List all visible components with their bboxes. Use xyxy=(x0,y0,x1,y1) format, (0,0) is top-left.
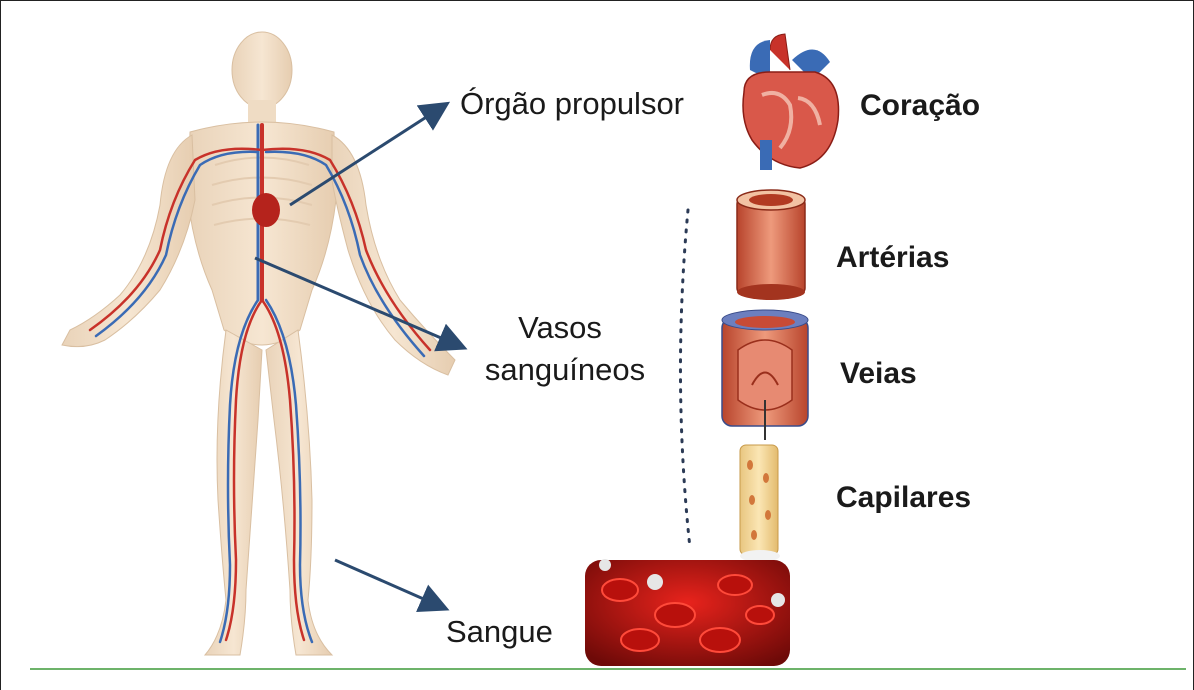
label-vessels-line1: Vasos xyxy=(470,310,650,346)
label-organ: Órgão propulsor xyxy=(460,86,684,122)
label-arteries: Artérias xyxy=(836,240,949,276)
label-heart: Coração xyxy=(860,88,980,124)
label-vessels-line2: sanguíneos xyxy=(470,352,660,388)
vein-illustration xyxy=(722,310,808,440)
heart-illustration xyxy=(743,34,839,170)
blood-cells-illustration xyxy=(585,559,790,666)
label-capillaries: Capilares xyxy=(836,480,971,516)
label-blood: Sangue xyxy=(446,614,553,650)
dotted-bracket xyxy=(680,210,690,548)
label-veins: Veias xyxy=(840,356,917,392)
capillary-illustration xyxy=(740,445,780,562)
arrow-to-blood xyxy=(335,560,444,608)
artery-illustration xyxy=(737,190,805,300)
human-body-illustration xyxy=(62,32,455,655)
